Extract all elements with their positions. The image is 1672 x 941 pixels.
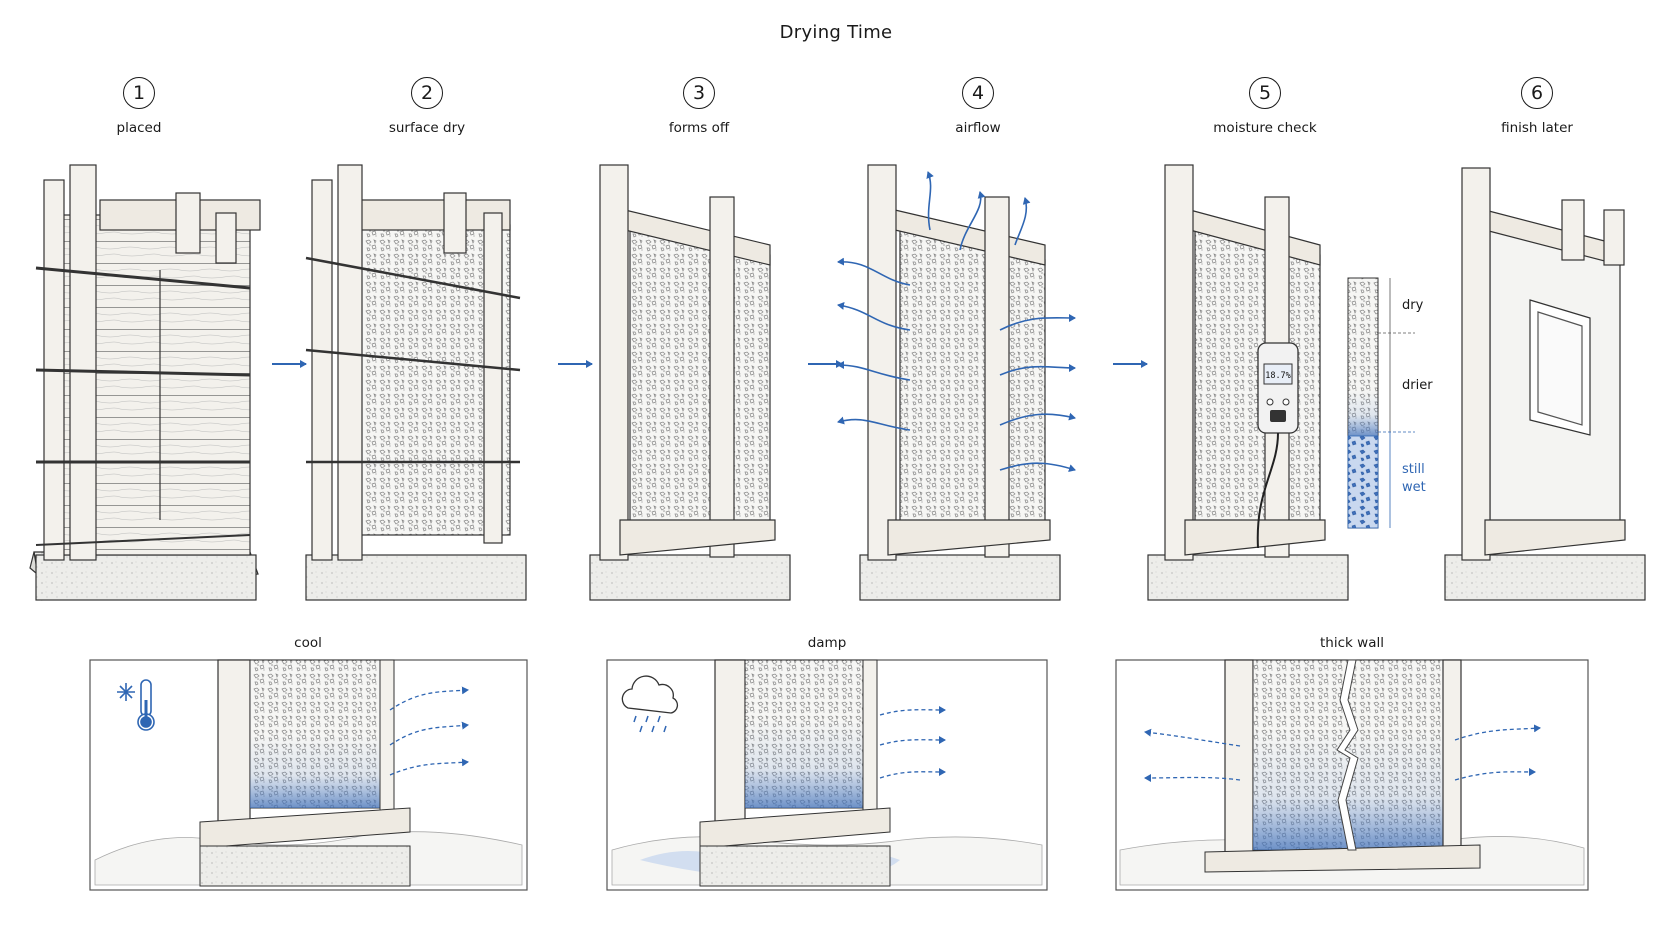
step-3: 3 forms off	[599, 77, 799, 136]
step-label: airflow	[955, 120, 1001, 136]
rain-cloud-icon	[621, 675, 679, 733]
condition-panel-thick-wall	[1115, 659, 1589, 891]
scale-label-wet: wet	[1402, 480, 1426, 495]
step-6: 6 finish later	[1437, 77, 1637, 136]
stage-4-illustration	[859, 164, 1061, 601]
moisture-scale-bar	[1347, 277, 1415, 529]
step-number: 1	[123, 77, 155, 109]
diagram-title: Drying Time	[779, 22, 893, 43]
scale-label-dry: dry	[1402, 298, 1424, 313]
condition-label-thick-wall: thick wall	[1320, 635, 1384, 651]
step-4: 4 airflow	[878, 77, 1078, 136]
step-number: 4	[962, 77, 994, 109]
step-label: surface dry	[388, 120, 466, 136]
step-label: placed	[116, 120, 162, 136]
step-label: moisture check	[1213, 120, 1317, 136]
step-number: 5	[1249, 77, 1281, 109]
moisture-meter: 18.7%	[1256, 342, 1299, 549]
step-5: 5 moisture check	[1165, 77, 1365, 136]
condition-label-cool: cool	[294, 635, 322, 651]
scale-label-still: still	[1402, 462, 1425, 477]
condition-panel-damp	[606, 659, 1048, 891]
stage-3-illustration	[589, 164, 791, 601]
stage-5-illustration	[1147, 164, 1349, 601]
condition-label-damp: damp	[807, 635, 847, 651]
stage-2-illustration	[305, 164, 527, 601]
step-label: finish later	[1501, 120, 1573, 136]
step-1: 1 placed	[39, 77, 239, 136]
scale-label-drier: drier	[1402, 378, 1433, 393]
stage-6-illustration	[1444, 167, 1646, 601]
condition-panel-cool	[89, 659, 528, 891]
step-label: forms off	[668, 120, 730, 136]
airflow-arrows	[837, 171, 1076, 472]
snowflake-thermometer-icon	[117, 679, 155, 731]
step-2: 2 surface dry	[327, 77, 527, 136]
step-number: 3	[683, 77, 715, 109]
step-number: 2	[411, 77, 443, 109]
meter-reading: 18.7%	[1265, 371, 1291, 381]
stage-1-illustration	[29, 164, 261, 601]
step-number: 6	[1521, 77, 1553, 109]
